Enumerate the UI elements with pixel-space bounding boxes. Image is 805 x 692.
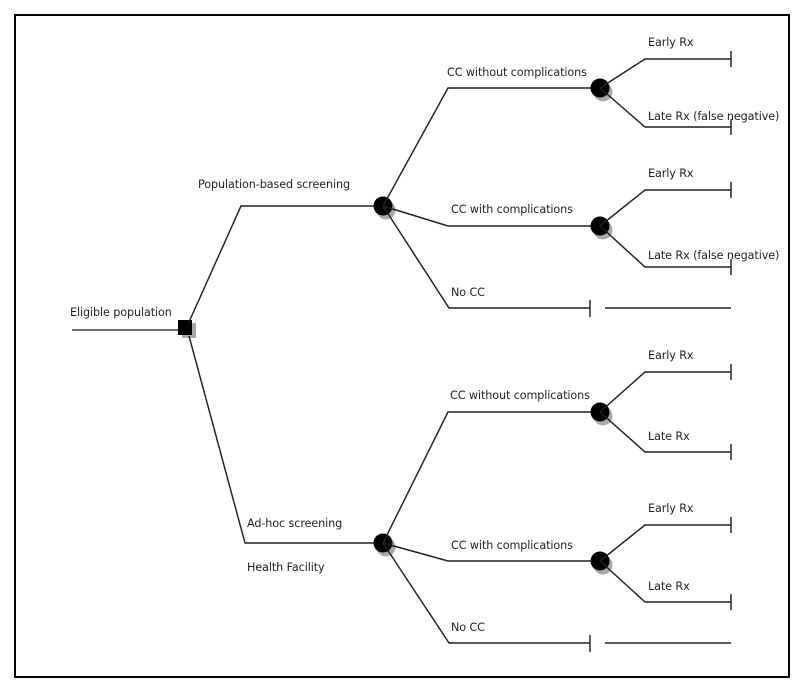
figure-border (14, 14, 790, 678)
bottom-cc-without-label: CC without complications (450, 389, 590, 402)
bottom-late-2-branch-line[interactable] (599, 560, 731, 603)
top-early-1-branch-line[interactable] (599, 58, 731, 89)
top-cc-with-branch-line[interactable] (382, 205, 600, 227)
strategy-bottom-branch-line[interactable] (188, 335, 383, 544)
top-no-cc-branch-line[interactable] (382, 205, 590, 309)
top-late-2-label: Late Rx (false negative) (648, 249, 779, 262)
root-group: Eligible population (70, 306, 196, 338)
bottom-late-1-label: Late Rx (648, 430, 690, 443)
root-label: Eligible population (70, 306, 172, 319)
bottom-no-cc-group: No CC (382, 542, 731, 652)
top-cc-without-label: CC without complications (447, 66, 587, 79)
top-late-2-branch-line[interactable] (599, 225, 731, 268)
top-early-2-label: Early Rx (648, 167, 694, 180)
top-late-1-label: Late Rx (false negative) (648, 110, 779, 123)
bottom-early-1-label: Early Rx (648, 349, 694, 362)
top-cc-with-group: CC with complications Early Rx Late Rx (… (382, 167, 779, 275)
strategy-bottom-group: Ad-hoc screening Health Facility (188, 335, 396, 574)
bottom-no-cc-label: No CC (451, 621, 485, 634)
bottom-early-2-label: Early Rx (648, 502, 694, 515)
top-cc-without-branch-line[interactable] (382, 87, 600, 207)
strategy-top-branch-line[interactable] (188, 205, 383, 323)
strategy-top-label: Population-based screening (198, 178, 350, 191)
strategy-bottom-sublabel: Health Facility (247, 561, 325, 574)
bottom-late-1-branch-line[interactable] (599, 411, 731, 453)
bottom-cc-with-label: CC with complications (451, 539, 573, 552)
top-cc-with-label: CC with complications (451, 203, 573, 216)
bottom-cc-with-group: CC with complications Early Rx Late Rx (382, 502, 732, 610)
top-no-cc-label: No CC (451, 286, 485, 299)
top-cc-without-group: CC without complications Early Rx Late R… (382, 36, 779, 207)
bottom-no-cc-branch-line[interactable] (382, 542, 590, 644)
bottom-late-2-label: Late Rx (648, 580, 690, 593)
bottom-cc-without-group: CC without complications Early Rx Late R… (382, 349, 732, 544)
bottom-cc-with-branch-line[interactable] (382, 542, 600, 562)
bottom-early-1-branch-line[interactable] (599, 371, 731, 413)
strategy-bottom-label: Ad-hoc screening (247, 517, 342, 530)
top-no-cc-group: No CC (382, 205, 731, 317)
top-early-1-label: Early Rx (648, 36, 694, 49)
strategy-top-group: Population-based screening (188, 178, 396, 323)
bottom-early-2-branch-line[interactable] (599, 524, 731, 562)
root-decision-node[interactable] (178, 320, 192, 335)
top-late-1-branch-line[interactable] (599, 87, 731, 128)
bottom-cc-without-branch-line[interactable] (382, 411, 600, 544)
top-early-2-branch-line[interactable] (599, 189, 731, 227)
